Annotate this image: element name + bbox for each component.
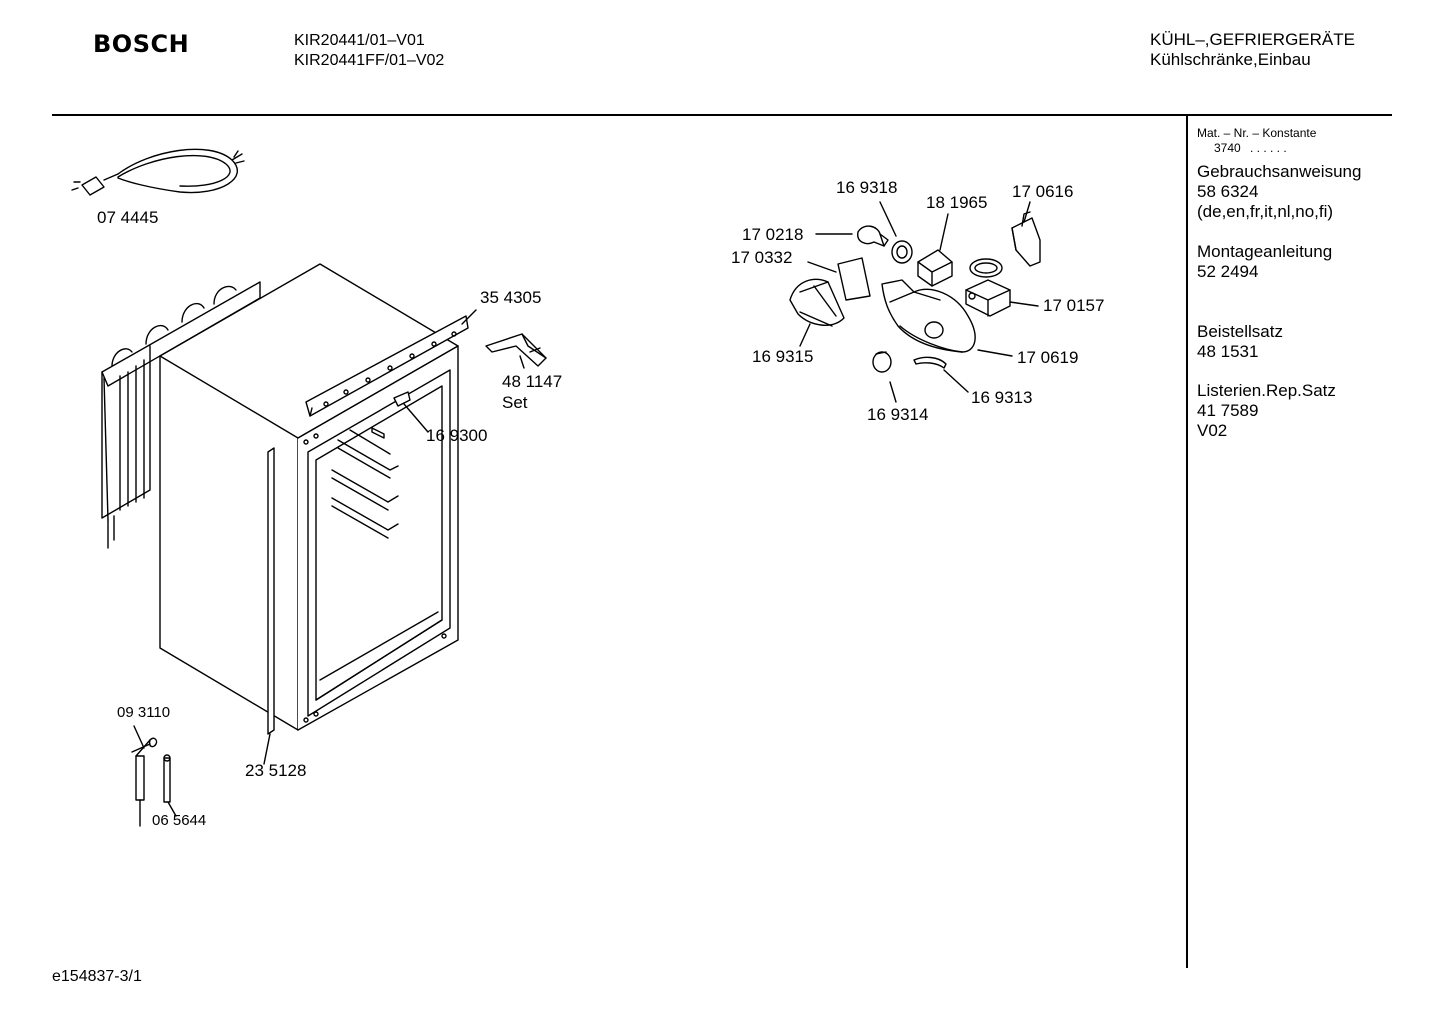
header-divider — [52, 114, 1392, 116]
part-label-093110: 09 3110 — [117, 704, 171, 721]
part-label-181965: 18 1965 — [926, 193, 988, 212]
cabinet-drawing — [159, 263, 459, 735]
listerien-label: Listerien.Rep.Satz — [1197, 381, 1336, 400]
part-label-170218: 17 0218 — [742, 225, 804, 244]
category-subtitle: Kühlschränke,Einbau — [1150, 50, 1311, 69]
kit-number: 48 1531 — [1197, 342, 1259, 361]
brand-logo: BOSCH — [93, 30, 190, 58]
model-number-1: KIR20441/01–V01 — [294, 32, 425, 49]
manual-number: 58 6324 — [1197, 182, 1259, 201]
kit-label: Beistellsatz — [1197, 322, 1283, 341]
part-label-074445: 07 4445 — [97, 208, 159, 227]
mat-nr-dots: . . . . . . — [1250, 141, 1287, 155]
part-label-169300: 16 9300 — [426, 426, 488, 445]
mount-label: Montageanleitung — [1197, 242, 1333, 261]
part-label-065644: 06 5644 — [152, 812, 207, 829]
part-label-169318: 16 9318 — [836, 178, 898, 197]
leader-lines — [133, 201, 1039, 817]
part-label-170157: 17 0157 — [1043, 296, 1105, 315]
mat-nr-value: 3740 — [1214, 141, 1241, 155]
manual-languages: (de,en,fr,it,nl,no,fi) — [1197, 202, 1334, 221]
part-label-169314: 16 9314 — [867, 405, 929, 424]
model-number-2: KIR20441FF/01–V02 — [294, 52, 445, 69]
part-label-169313: 16 9313 — [971, 388, 1033, 407]
side-bracket-drawing — [485, 333, 547, 367]
thermo-sensor-drawing — [131, 737, 171, 827]
top-bracket-drawing — [305, 315, 469, 417]
mount-number: 52 2494 — [1197, 262, 1259, 281]
part-label-481147: 48 1147 — [502, 372, 563, 391]
power-cord-drawing — [71, 148, 245, 196]
part-label-170619: 17 0619 — [1017, 348, 1079, 367]
category-title: KÜHL–,GEFRIERGERÄTE — [1150, 30, 1355, 49]
part-label-354305: 35 4305 — [480, 288, 542, 307]
listerien-version: V02 — [1197, 421, 1228, 440]
document-id: e154837-3/1 — [52, 968, 142, 985]
part-label-169315: 16 9315 — [752, 347, 814, 366]
mat-nr-title: Mat. – Nr. – Konstante — [1197, 126, 1317, 140]
sensor-169300-drawing — [393, 391, 411, 407]
lamp-assembly-drawing — [789, 211, 1041, 373]
part-label-235128: 23 5128 — [245, 761, 307, 780]
listerien-number: 41 7589 — [1197, 401, 1259, 420]
part-label-170332: 17 0332 — [731, 248, 793, 267]
manual-label: Gebrauchsanweisung — [1197, 162, 1362, 181]
part-label-170616: 17 0616 — [1012, 182, 1074, 201]
sidebar-divider — [1186, 116, 1188, 968]
part-label-481147-set: Set — [502, 393, 528, 412]
